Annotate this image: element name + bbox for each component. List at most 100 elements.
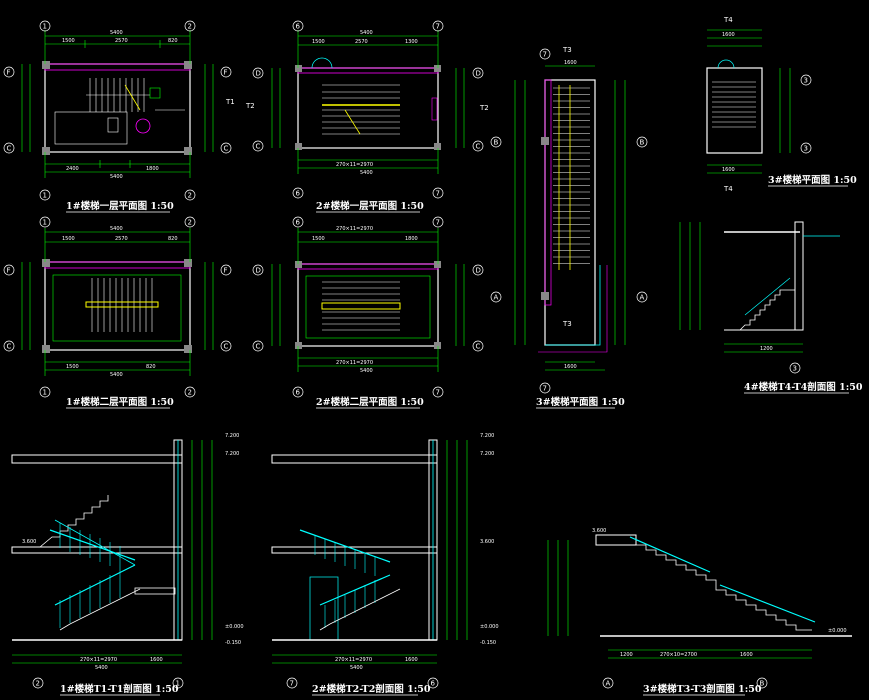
axis-label: C [7,343,12,351]
drawing-title: 4#楼梯T4-T4剖面图 1:50 [744,381,863,393]
dim-seg: 270×11=2970 [336,360,373,366]
dim-overall: 5400 [95,665,108,671]
axis-label: C [256,343,261,351]
plan-stair3: 1600 1600 7 7 B B A A T3 T3 3#楼梯平面图 1:50 [490,46,648,409]
drawing-title: 3#楼梯平面图 1:50 [536,396,625,408]
axis-label: 1 [43,389,47,397]
section-mark: T3 [562,46,572,54]
axis-label: 2 [188,219,192,227]
dim-seg: 1500 [62,236,75,242]
section-stair3: 3.600 ±0.000 270×10=2700 1200 1600 A B 3… [547,528,852,696]
axis-label: B [640,139,645,147]
dim-seg: 270×11=2970 [335,657,372,663]
axis-label: F [7,267,11,275]
dim-seg: 1600 [722,167,735,173]
axis-label: 6 [296,389,301,397]
drawing-title: 3#楼梯T3-T3剖面图 1:50 [643,683,762,695]
dim-seg: 1500 [312,39,325,45]
axis-label: F [224,69,228,77]
dim-seg: 1600 [150,657,163,663]
axis-label: A [640,294,645,302]
level-mark: 7.200 [480,451,494,457]
dim-seg: 1600 [405,657,418,663]
axis-label: B [494,139,499,147]
plan-stair1-floor2: 5400 1500 2570 820 1500 820 5400 1 2 1 2… [3,216,232,409]
dim-seg: 1600 [564,60,577,66]
level-mark: -0.150 [225,640,241,646]
dim-seg: 2570 [115,236,128,242]
dim-seg: 1600 [564,364,577,370]
axis-label: C [224,343,229,351]
axis-label: B [760,680,765,688]
drawing-title: 1#楼梯一层平面图 1:50 [66,200,174,212]
level-mark: 7.200 [225,451,239,457]
dim-seg: 820 [168,38,178,44]
level-mark: ±0.000 [225,624,244,630]
level-mark: 3.600 [22,539,36,545]
axis-label: 1 [43,23,47,31]
level-mark: 7.200 [480,433,494,439]
section-stair4: 1200 3 4#楼梯T4-T4剖面图 1:50 [679,221,863,394]
axis-label: 7 [436,190,440,198]
dim-seg: 1600 [722,32,735,38]
axis-label: 2 [188,23,192,31]
section-stair2: 7.200 7.200 3.600 ±0.000 -0.150 270×11=2… [271,433,499,696]
axis-label: C [476,343,481,351]
axis-label: 2 [188,192,192,200]
level-mark: -0.150 [480,640,496,646]
axis-label: D [476,267,481,275]
section-stair1: 7.200 7.200 3.600 ±0.000 -0.150 270×11=2… [11,433,244,696]
dim-overall: 5400 [360,368,373,374]
axis-label: F [224,267,228,275]
axis-label: F [7,69,11,77]
plan-stair1-floor1: 5400 1500 2570 820 2400 1800 5400 1 2 1 … [3,20,235,213]
axis-label: 2 [36,680,40,688]
dim-seg: 1600 [740,652,753,658]
drawing-title: 3#楼梯平面图 1:50 [768,174,857,186]
axis-label: 7 [436,219,440,227]
axis-label: C [256,143,261,151]
level-mark: ±0.000 [480,624,499,630]
plan-stair2-floor2: 270×11=2970 1500 1800 270×11=2970 5400 6… [252,216,484,409]
dim-overall: 5400 [110,372,123,378]
dim-overall: 5400 [110,30,123,36]
dim-seg: 2400 [66,166,79,172]
section-mark: T4 [723,185,733,193]
axis-label: 3 [793,365,797,373]
axis-label: 6 [431,680,436,688]
axis-label: 2 [188,389,192,397]
dim-seg: 820 [146,364,156,370]
axis-label: D [476,70,481,78]
drawing-title: 2#楼梯一层平面图 1:50 [316,200,424,212]
dim-seg: 1500 [62,38,75,44]
dim-seg: 820 [168,236,178,242]
drawing-title: 1#楼梯T1-T1剖面图 1:50 [60,683,179,695]
axis-label: 1 [176,680,180,688]
level-mark: 3.600 [592,528,606,534]
dim-overall: 5400 [110,226,123,232]
axis-label: 7 [436,389,440,397]
drawing-title: 2#楼梯T2-T2剖面图 1:50 [312,683,431,695]
dim-seg: 2570 [115,38,128,44]
section-mark: T3 [562,320,572,328]
dim-seg: 1300 [405,39,418,45]
axis-label: D [256,267,261,275]
dim-seg: 270×10=2700 [660,652,697,658]
axis-label: 1 [43,219,47,227]
dim-seg: 1800 [405,236,418,242]
plan-stair3-small: 1600 1600 3 3 T4 T4 3#楼梯平面图 1:50 [706,16,857,193]
axis-label: 3 [804,77,808,85]
section-mark: T1 [225,98,235,106]
level-mark: ±0.000 [828,628,847,634]
dim-seg: 270×11=2970 [336,162,373,168]
axis-label: A [494,294,499,302]
axis-label: 7 [436,23,440,31]
axis-label: 6 [296,190,301,198]
axis-label: 7 [543,385,547,393]
axis-label: 7 [543,51,547,59]
dim-seg: 1200 [760,346,773,352]
axis-label: 1 [43,192,47,200]
plan-stair2-floor1: 5400 1500 2570 1300 270×11=2970 5400 6 7… [245,20,489,213]
axis-label: C [476,143,481,151]
